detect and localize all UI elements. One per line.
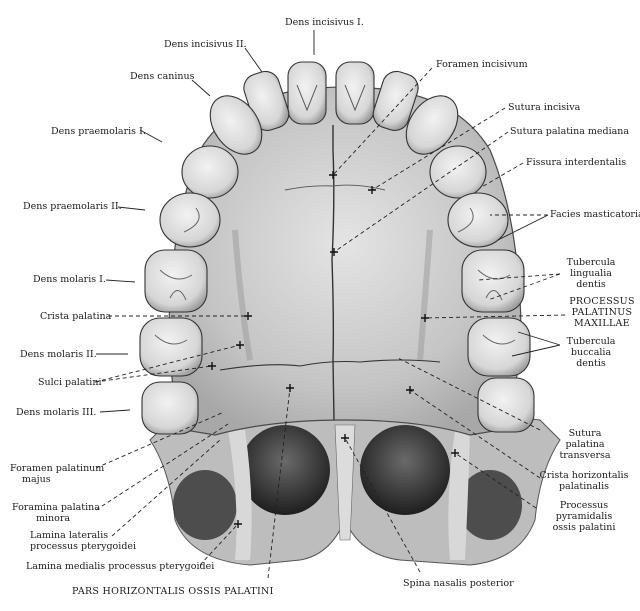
label-spina-nasalis-posterior: Spina nasalis posterior [403,578,514,589]
label-line: PROCESSUS [569,296,635,307]
label-dens-molaris-2: Dens molaris II. [20,349,97,360]
label-line: processus pterygoidei [30,541,137,552]
label-line: ossis palatini [552,522,616,533]
choana-left [240,425,330,515]
markers [208,171,459,528]
canine-right [405,95,459,155]
molar-left-1 [144,249,208,313]
label-line: Sutura [568,428,602,439]
label-dens-praemolaris-1: Dens praemolaris I. [51,126,146,137]
label-dens-molaris-3: Dens molaris III. [16,407,97,418]
label-line: Tubercula [566,257,616,268]
label-tubercula-buccalia: Tubercula buccalia dentis [562,336,620,369]
label-line: MAXILLAE [574,318,630,329]
label-line: Foramen palatinum [10,463,105,474]
molar-left-3 [141,381,199,435]
premolar-right-2 [447,192,509,248]
molar-right-2 [467,317,531,377]
choana-right [360,425,450,515]
label-dens-incisivus-2: Dens incisivus II. [164,39,247,50]
label-sulci-palatini: Sulci palatini [38,377,102,388]
label-lamina-medialis: Lamina medialis processus pterygoidei [26,561,215,572]
label-pars-horizontalis: PARS HORIZONTALIS OSSIS PALATINI [72,586,274,597]
label-crista-palatina: Crista palatina [40,311,112,322]
label-line: dentis [576,358,606,369]
label-line: Lamina lateralis [30,530,109,541]
label-processus-palatinus-maxillae: PROCESSUS PALATINUS MAXILLAE [566,296,638,329]
incisor-right-1 [335,61,375,125]
label-line: minora [36,513,71,524]
leader-lines [94,30,566,579]
label-line: palatina [565,439,605,450]
label-dens-molaris-1: Dens molaris I. [33,274,106,285]
molar-right-1 [461,249,525,313]
label-foramen-incisivum: Foramen incisivum [436,59,528,70]
label-tubercula-lingualia: Tubercula lingualia dentis [562,257,620,290]
label-line: dentis [576,279,606,290]
incisor-right-2 [372,70,419,132]
label-sutura-palatina-mediana: Sutura palatina mediana [510,126,630,137]
label-line: buccalia [570,347,612,358]
premolar-right-1 [429,145,487,199]
molar-left-2 [139,317,203,377]
molar-right-3 [477,377,535,433]
label-line: Crista horizontalis [539,470,629,481]
premolar-left-1 [181,145,239,199]
label-line: pyramidalis [555,511,613,522]
pterygoid-region [149,409,561,566]
label-foramen-palatinum-majus: Foramen palatinum majus [10,463,104,485]
vomer [334,424,356,541]
label-dens-caninus: Dens caninus [130,71,195,82]
label-line: transversa [559,450,611,461]
label-line: PALATINUS [571,307,633,318]
premolar-left-2 [159,192,221,248]
label-fissura-interdentalis: Fissura interdentalis [526,157,627,168]
label-foramina-palatina-minora: Foramina palatina minora [12,502,100,524]
incisor-left-1 [287,61,327,125]
canine-left [209,95,263,155]
label-facies-masticatoria: Facies masticatoria [550,209,640,220]
label-sutura-palatina-transversa: Sutura palatina transversa [556,428,614,461]
label-crista-horizontalis-palatinalis: Crista horizontalis palatinalis [534,470,634,492]
label-line: Processus [559,500,609,511]
label-lamina-lateralis: Lamina lateralis processus pterygoidei [30,530,136,552]
label-dens-praemolaris-2: Dens praemolaris II. [23,201,122,212]
label-line: Tubercula [566,336,616,347]
label-line: Foramina palatina [12,502,100,513]
label-line: majus [22,474,51,485]
teeth [139,61,535,435]
label-dens-incisivus-1: Dens incisivus I. [285,17,364,28]
label-sutura-incisiva: Sutura incisiva [508,102,581,113]
label-line: lingualia [570,268,612,279]
label-line: palatinalis [558,481,610,492]
label-processus-pyramidalis: Processus pyramidalis ossis palatini [534,500,634,533]
